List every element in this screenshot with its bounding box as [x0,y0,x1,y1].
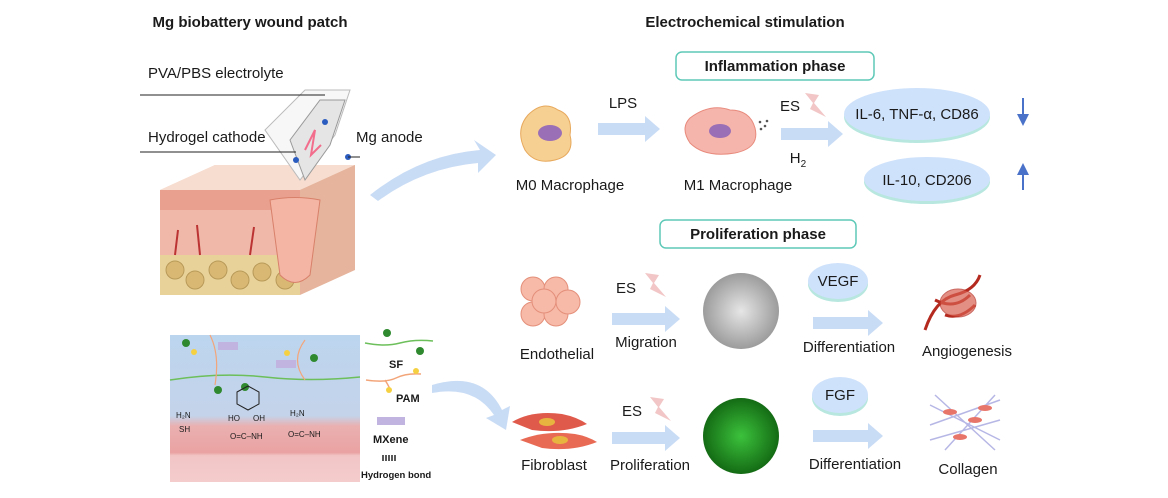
lps-arrow-icon [598,116,660,142]
es-label-migration: ES [616,280,636,297]
proliferation-micrograph [703,398,779,474]
fibroblast-cells-icon [512,413,597,450]
right-title: Electrochemical stimulation [645,14,844,31]
sf-legend-icon [364,339,434,346]
down-markers-ellipse [844,88,990,140]
es-label-inflammation: ES [780,98,800,115]
lightning-icon [650,397,671,421]
up-markers-label: IL-10, CD206 [882,172,971,189]
anode-label: Mg anode [356,129,423,146]
up-markers-ellipse [864,157,990,201]
h2-label: H2 [790,150,807,170]
differentiation-arrow-icon [813,310,883,336]
chem-ho: HO [228,414,240,423]
proliferation-label: Proliferation [610,457,690,474]
lightning-icon [645,273,666,297]
legend-sf: SF [389,359,403,371]
m1-macrophage-icon [684,107,769,155]
endothelial-label: Endothelial [520,346,594,363]
lps-label: LPS [609,95,637,112]
m0-label: M0 Macrophage [516,177,624,194]
chem-sh: SH [179,425,190,434]
hydrogel-interface-panel: H₂N SH HO OH O=C–NH H₂N O=C–NH [169,334,361,482]
es-arrow-icon [781,121,843,147]
fibroblast-label: Fibroblast [521,457,588,474]
legend: SF PAM MXene Hydrogen bond [361,329,434,481]
vegf-label: VEGF [818,273,859,290]
inflammation-phase-box [675,51,875,81]
legend-pam: PAM [396,393,420,405]
chem-oh: OH [253,414,265,423]
fgf-ellipse [812,377,868,413]
chem-h2n-1: H₂N [176,411,191,420]
chem-amide-1: O=C–NH [230,432,263,441]
angiogenesis-label: Angiogenesis [922,343,1012,360]
skin-illustration [160,89,355,295]
chem-amide-2: O=C–NH [288,430,321,439]
proliferation-phase-label: Proliferation phase [690,226,826,243]
curved-arrow-icon [370,140,496,201]
fgf-label: FGF [825,387,855,404]
proliferation-arrow-icon [612,425,680,451]
vegf-ellipse [808,263,868,299]
chem-h2n-2: H₂N [290,409,305,418]
m1-label: M1 Macrophage [684,177,792,194]
blood-vessel-icon [923,274,982,331]
lightning-icon [805,93,826,117]
migration-arrow-icon [612,306,680,332]
cathode-label: Hydrogel cathode [148,129,266,146]
differentiation-label-2: Differentiation [809,456,901,473]
migration-micrograph [703,273,779,349]
electrolyte-label: PVA/PBS electrolyte [148,65,284,82]
collagen-icon [929,394,1001,451]
mxene-legend-icon [377,417,405,425]
endothelial-cells-icon [520,276,581,327]
differentiation-arrow-icon [813,423,883,449]
hydrogen-bond-legend-icon [382,455,396,461]
legend-mxene: MXene [373,434,408,446]
inflammation-phase-label: Inflammation phase [705,58,846,75]
proliferation-phase-box [659,219,857,249]
legend-hbond: Hydrogen bond [361,470,431,481]
es-label-proliferation: ES [622,403,642,420]
down-markers-label: IL-6, TNF-α, CD86 [855,106,978,123]
curved-arrow-icon [432,380,510,430]
migration-label: Migration [615,334,677,351]
pam-legend-icon [365,373,422,391]
collagen-label: Collagen [938,461,997,478]
m0-macrophage-icon [520,105,572,162]
left-title: Mg biobattery wound patch [153,14,348,31]
differentiation-label-1: Differentiation [803,339,895,356]
